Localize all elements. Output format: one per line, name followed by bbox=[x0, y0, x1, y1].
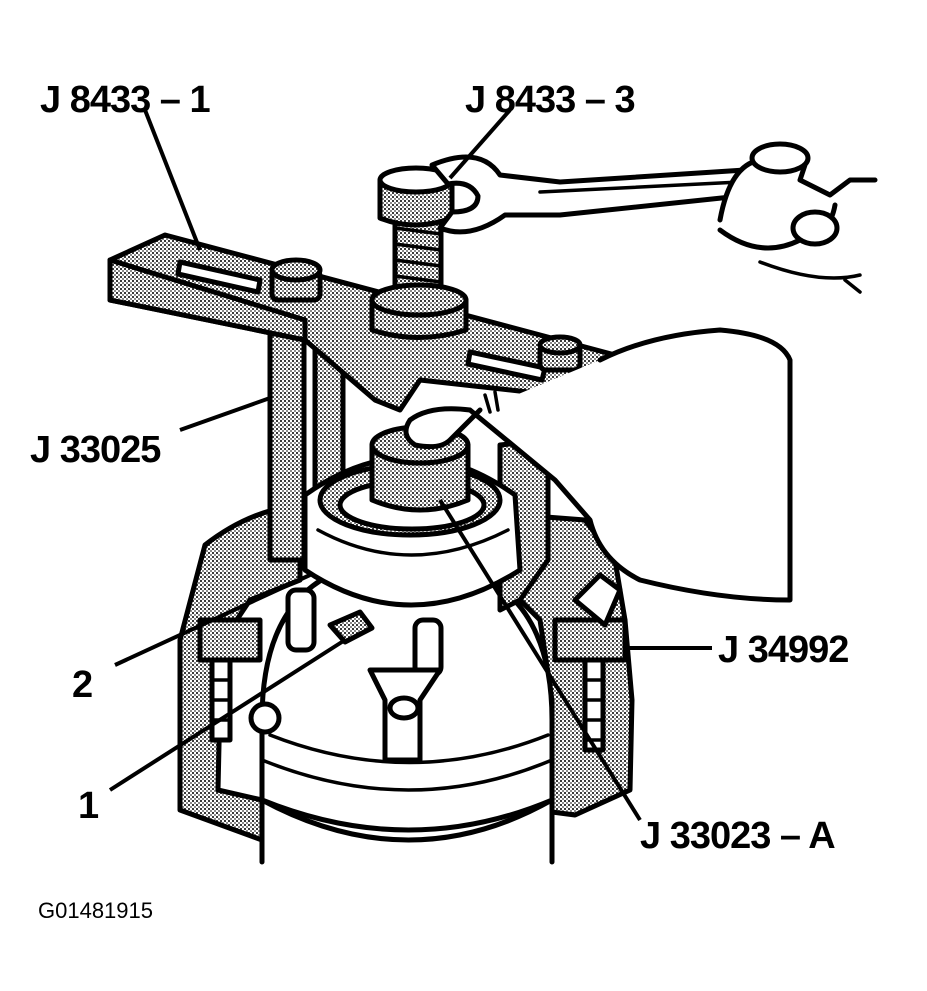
leader-2 bbox=[114, 573, 311, 667]
leader-j33023-a bbox=[438, 498, 642, 822]
leader-j8433-3 bbox=[448, 108, 512, 180]
leader-lines bbox=[108, 108, 712, 822]
figure-id: G01481915 bbox=[38, 898, 153, 923]
forcing-screw bbox=[369, 165, 469, 340]
wrench bbox=[429, 154, 753, 235]
label-j33025: J 33025 bbox=[30, 429, 161, 471]
puller-bar bbox=[107, 232, 618, 413]
leader-j8433-1 bbox=[143, 109, 202, 251]
label-j8433-3: J 8433 – 3 bbox=[465, 79, 635, 121]
label-j8433-1: J 8433 – 1 bbox=[40, 79, 210, 121]
leader-j33025 bbox=[179, 396, 271, 432]
compressor-housing bbox=[177, 502, 635, 865]
label-1: 1 bbox=[78, 785, 99, 827]
label-2: 2 bbox=[72, 664, 92, 706]
hands bbox=[403, 141, 878, 603]
label-j34992: J 34992 bbox=[718, 629, 848, 671]
leader-1 bbox=[108, 638, 347, 792]
label-j33023-a: J 33023 – A bbox=[640, 815, 835, 857]
